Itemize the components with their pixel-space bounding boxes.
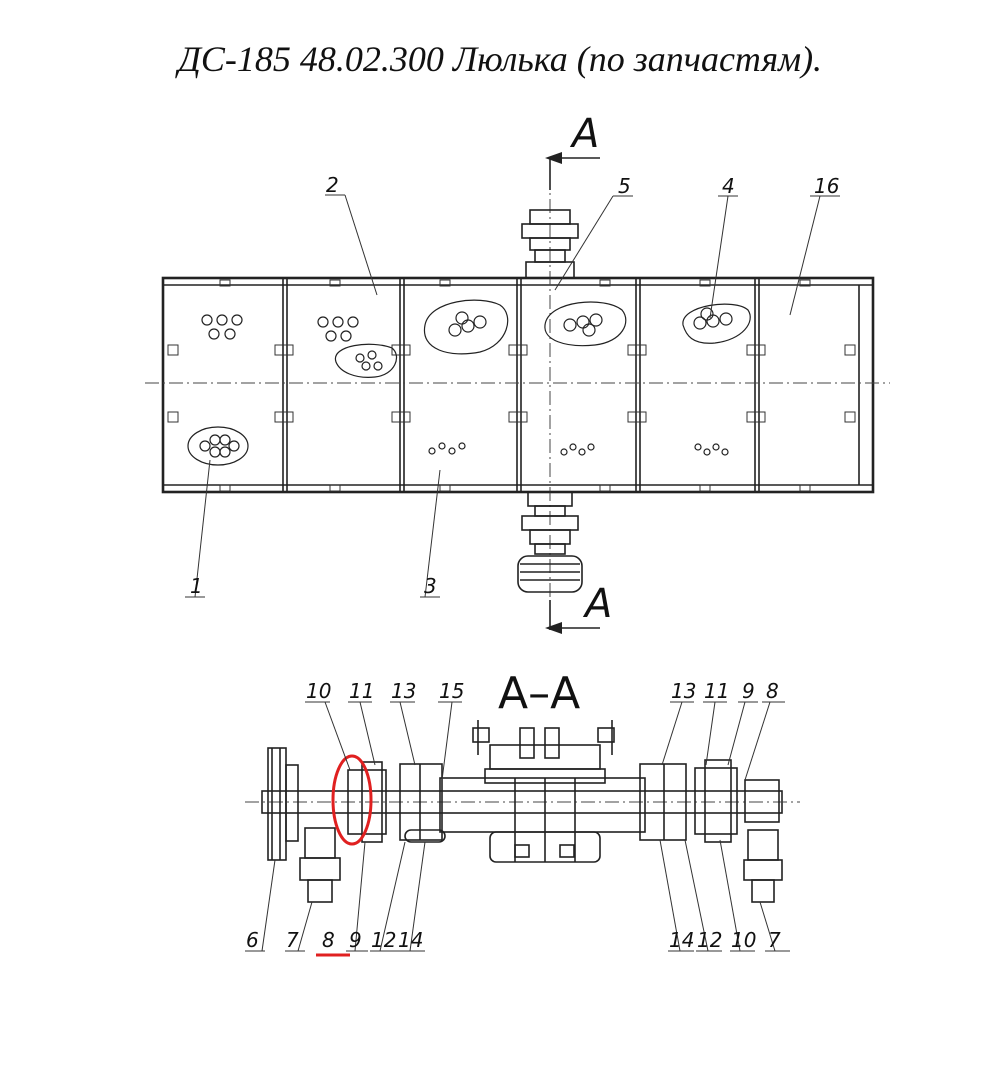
section-view: А–А bbox=[245, 668, 800, 957]
top-view: А А 2 5 4 16 1 3 bbox=[145, 111, 890, 634]
label-16: 16 bbox=[814, 174, 839, 198]
section-marker-bottom: А bbox=[582, 581, 612, 627]
label-1: 1 bbox=[190, 574, 203, 598]
left-pulley bbox=[267, 747, 299, 861]
label-12-right: 12 bbox=[697, 928, 722, 952]
label-13-top: 13 bbox=[391, 679, 416, 703]
label-9-right: 9 bbox=[742, 679, 755, 703]
label-13-right: 13 bbox=[671, 679, 696, 703]
bottom-shaft-assembly bbox=[517, 491, 583, 593]
label-8-left: 8 bbox=[322, 928, 335, 952]
label-11-right: 11 bbox=[704, 679, 729, 703]
label-4: 4 bbox=[722, 174, 735, 198]
label-14-right: 14 bbox=[669, 928, 694, 952]
section-leaders-bottom bbox=[245, 839, 790, 952]
label-11-top: 11 bbox=[349, 679, 374, 703]
section-labels-top: 10 11 13 15 13 11 9 8 bbox=[306, 679, 779, 703]
top-labels: 2 5 4 16 1 3 bbox=[190, 173, 839, 598]
main-shaft bbox=[245, 790, 800, 814]
left-eccentric bbox=[299, 827, 341, 903]
label-12-left: 12 bbox=[371, 928, 396, 952]
label-5: 5 bbox=[618, 174, 631, 198]
label-15-top: 15 bbox=[439, 679, 464, 703]
panel-dividers bbox=[282, 278, 860, 492]
section-arrow-bottom: А bbox=[545, 581, 612, 634]
section-title: А–А bbox=[498, 668, 580, 719]
top-leaders bbox=[185, 194, 840, 598]
label-10-right: 10 bbox=[731, 928, 756, 952]
label-7-right: 7 bbox=[768, 928, 781, 952]
label-14-left: 14 bbox=[398, 928, 423, 952]
label-3: 3 bbox=[424, 574, 437, 598]
center-housing bbox=[439, 777, 646, 863]
upper-housing bbox=[472, 720, 615, 784]
top-shaft-assembly bbox=[521, 209, 579, 279]
section-arrow-top: А bbox=[545, 111, 600, 190]
highlight-circle bbox=[331, 754, 373, 846]
label-6: 6 bbox=[246, 928, 259, 952]
section-marker-top: А bbox=[569, 111, 599, 157]
section-labels-bottom: 6 7 8 9 12 14 14 12 10 7 bbox=[246, 928, 781, 952]
label-2: 2 bbox=[326, 173, 339, 197]
clips bbox=[167, 279, 856, 492]
label-7-left: 7 bbox=[286, 928, 299, 952]
right-bearing bbox=[639, 759, 780, 843]
hole-patterns bbox=[187, 299, 751, 466]
label-9-left: 9 bbox=[349, 928, 362, 952]
section-leaders-top bbox=[305, 701, 785, 781]
right-eccentric bbox=[743, 829, 783, 903]
label-10-top: 10 bbox=[306, 679, 331, 703]
label-8-right: 8 bbox=[766, 679, 779, 703]
page-title: ДС-185 48.02.300 Люлька (по запчастям). bbox=[177, 39, 823, 79]
